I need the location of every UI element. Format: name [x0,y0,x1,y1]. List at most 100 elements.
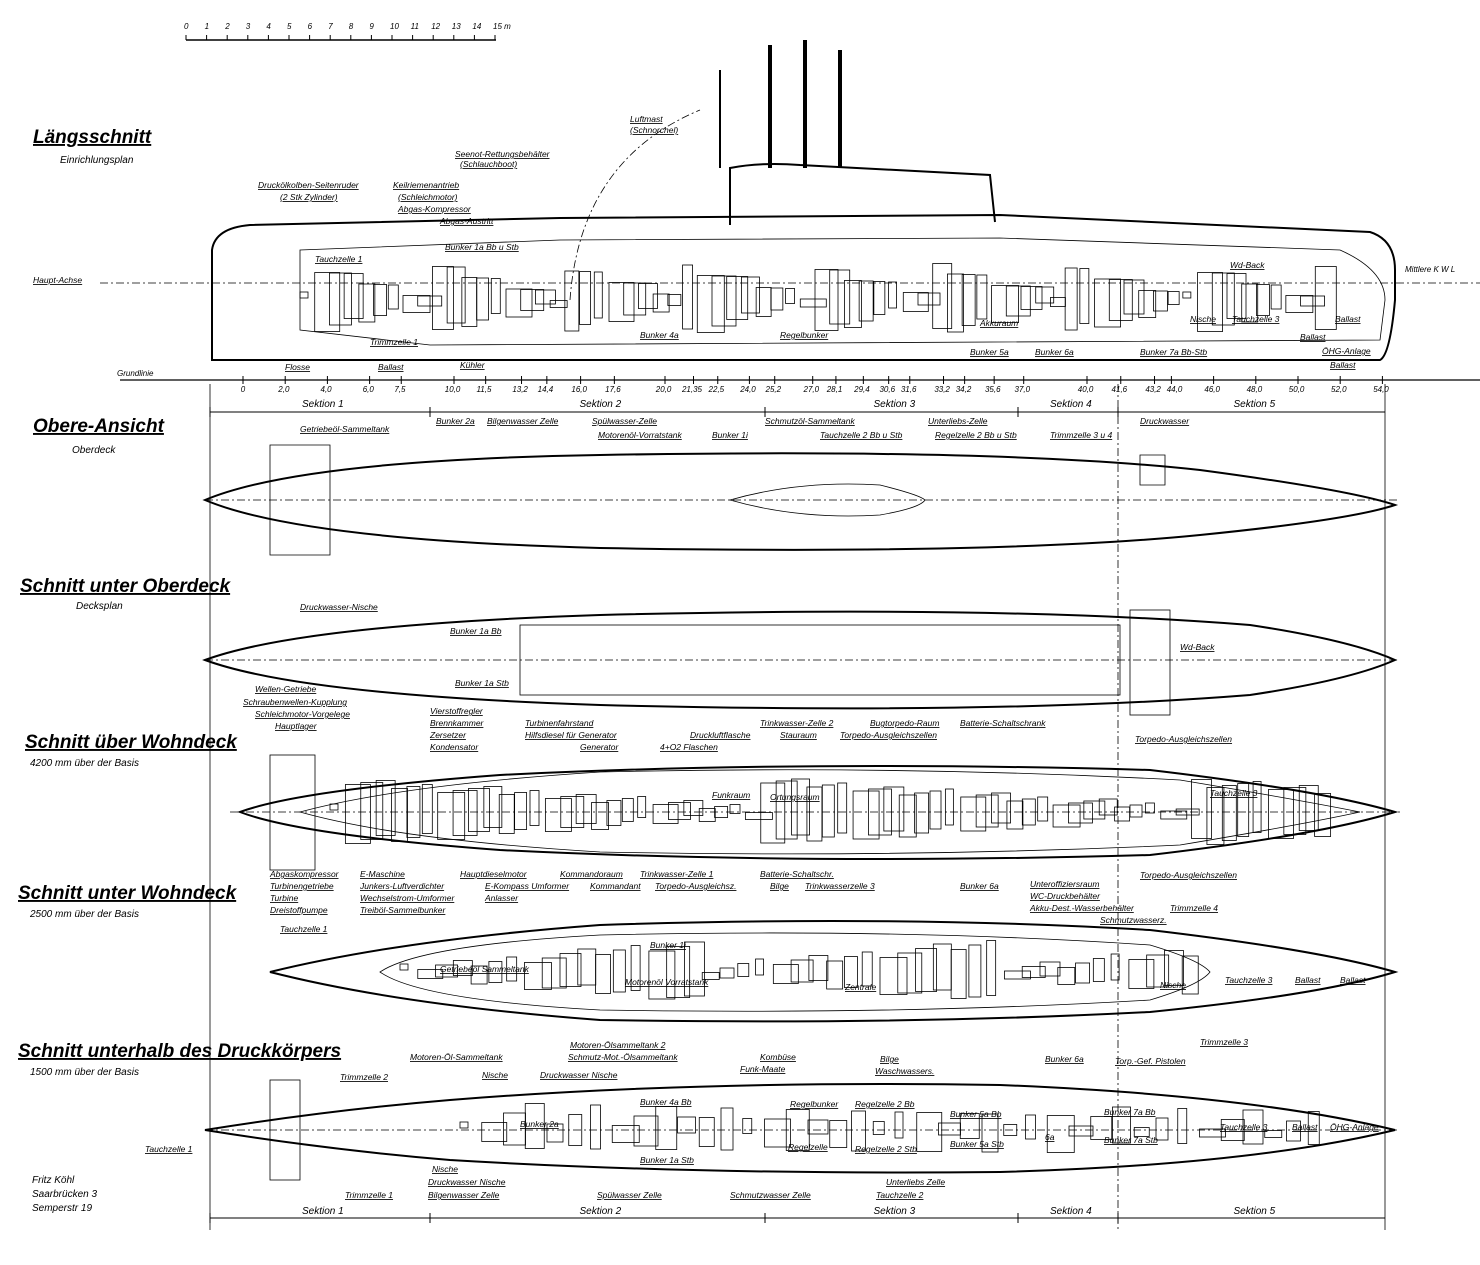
equipment-detail [883,786,905,832]
equipment-detail [1307,1111,1320,1145]
equipment-detail [888,281,897,309]
equipment-detail [633,1115,659,1147]
equipment-detail [1167,291,1180,305]
station-label: 44,0 [1167,385,1183,394]
callout-label: Regelzelle 2 Stb [855,1144,917,1154]
callout-label: Bunker 1i [650,940,687,950]
callout-label: Motoren-Ölsammeltank 2 [570,1040,666,1050]
equipment-detail [452,960,473,976]
equipment-detail [968,944,982,998]
equipment-detail [701,972,720,980]
callout-label: Bunker 5a [970,347,1009,357]
equipment-detail [612,949,626,993]
station-label: 52,0 [1331,385,1347,394]
callout-label: Motorenöl-Vorratstank [598,430,683,440]
callout-label: Bunker 1a Stb [640,1155,694,1165]
equipment-detail [1241,283,1259,323]
equipment-detail [944,788,954,826]
equipment-detail [375,780,396,836]
station-label: 43,2 [1145,385,1161,394]
equipment-detail [729,804,741,814]
callout-label: (2 Stk Zylinder) [280,192,338,202]
station-label: 28,1 [826,385,843,394]
equipment-detail [459,1121,469,1129]
equipment-detail [959,1113,980,1139]
station-label: 4,0 [321,385,333,394]
callout-label: Druckwasser [1140,416,1190,426]
station-label: 11,5 [476,385,492,394]
equipment-detail [698,808,716,822]
callout-label: Nische [482,1070,508,1080]
deck-plan-view [202,609,1400,716]
equipment-detail [1252,781,1262,833]
callout-label: Stauraum [780,730,817,740]
equipment-detail [1079,268,1090,324]
station-label: 21,35 [681,385,703,394]
equipment-detail [1050,297,1066,307]
equipment-detail [1129,804,1143,818]
station-label: 27,0 [803,385,820,394]
equipment-detail [1035,286,1055,304]
equipment-detail [770,287,784,311]
equipment-detail [446,266,466,324]
equipment-detail [916,1112,943,1152]
callout-label: (Schlauchboot) [460,159,517,169]
equipment-detail [1283,787,1307,835]
equipment-detail [807,1119,829,1135]
callout-label: Spülwasser-Zelle [592,416,657,426]
equipment-detail [1021,966,1046,978]
callout-label: Seenot-Rettungsbehälter [455,149,551,159]
station-label: 10,0 [445,385,461,394]
callout-label: Ballast [1340,975,1366,985]
equipment-detail [898,794,917,838]
callout-label: Generator [580,742,619,752]
station-label: 31,6 [901,385,917,394]
station-label: 54,0 [1373,385,1389,394]
callout-label: Vierstoffregler [430,706,484,716]
credit-name: Fritz Köhl [32,1175,75,1186]
callout-label: Druckölkolben-Seitenruder [258,180,360,190]
equipment-detail [579,271,591,325]
callout-label: Getriebeöl Sammeltank [440,964,530,974]
callout-label: Ortungsraum [770,792,820,802]
equipment-detail [595,954,611,994]
station-label: 0 [241,385,246,394]
title-laengsschnitt: Längsschnitt [33,127,152,148]
scale-tick-label: 13 [452,22,461,31]
equipment-detail [1006,800,1024,830]
equipment-detail [755,958,764,976]
equipment-detail [1242,1109,1264,1145]
callout-label: Unterliebs-Zelle [928,416,988,426]
equipment-detail [1221,785,1237,841]
callout-label: Anlasser [484,893,519,903]
title-ueber-wohndeck: Schnitt über Wohndeck [25,732,238,753]
callout-label: Schmutz-Mot.-Ölsammeltank [568,1052,678,1062]
callout-label: Hilfsdiesel für Generator [525,730,618,740]
callout-label: Bunker 2a [436,416,475,426]
above-living-deck-view [230,754,1400,871]
callout-label: Wd-Back [1180,642,1215,652]
callout-label: Ballast [1292,1122,1318,1132]
equipment-detail [652,293,670,313]
labels-below-living-deck: AbgaskompressorTurbinengetriebeTurbineDr… [269,869,1366,1076]
equipment-detail [932,943,952,991]
haupt-achse-label: Haupt-Achse [33,275,82,285]
callout-label: Tauchzelle 3 [1210,788,1258,798]
equipment-detail [1285,295,1314,313]
equipment-detail [402,295,431,313]
equipment-detail [683,800,704,816]
callout-label: Tauchzelle 1 [315,254,363,264]
equipment-detail [1090,1116,1113,1140]
labels-longitudinal: Seenot-Rettungsbehälter(Schlauchboot) Dru… [258,114,1371,372]
callout-label: Trinkwasser-Zelle 2 [760,718,834,728]
equipment-detail [851,1110,866,1152]
callout-label: Luftmast [630,114,663,124]
equipment-detail [668,802,691,820]
equipment-detail [417,295,443,307]
equipment-detail [1128,959,1155,989]
callout-label: (Schnorchel) [630,125,678,135]
scale-tick-label: 0 [184,22,189,31]
callout-label: Funkraum [712,790,750,800]
callout-label: Abgas-Austritt [439,216,494,226]
equipment-detail [1004,970,1031,980]
